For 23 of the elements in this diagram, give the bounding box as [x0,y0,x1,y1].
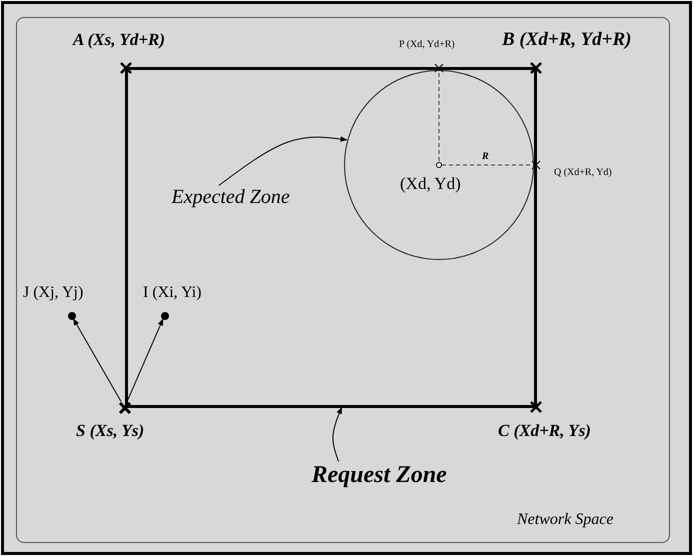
arrow [126,318,163,402]
coordinate-label: R [482,151,489,162]
point-label: I (Xi, Yi) [143,284,202,302]
space-label: Network Space [517,511,614,529]
coordinate-label: C (Xd+R, Ys) [498,421,591,441]
node-dot [68,312,76,320]
expected-zone-circle [344,70,534,260]
request-zone-rectangle [124,66,536,408]
coordinate-label: Q (Xd+R, Yd) [554,167,612,178]
coordinate-label: P (Xd, Yd+R) [399,39,455,50]
node-dot [160,312,168,320]
zone-label: Request Zone [312,462,447,488]
coordinate-label: A (Xs, Yd+R) [73,30,166,50]
arrow [72,318,122,402]
point-label: J (Xj, Yj) [23,284,84,302]
point-label: S (Xs, Ys) [76,421,144,441]
network-space-panel [16,17,670,543]
leader-arrow [332,406,342,462]
coordinate-label: (Xd, Yd) [400,174,461,194]
source-node-marker [118,402,130,414]
zone-label: Expected Zone [172,186,290,208]
coordinate-label: B (Xd+R, Yd+R) [502,29,632,51]
leader-arrow [218,136,347,186]
